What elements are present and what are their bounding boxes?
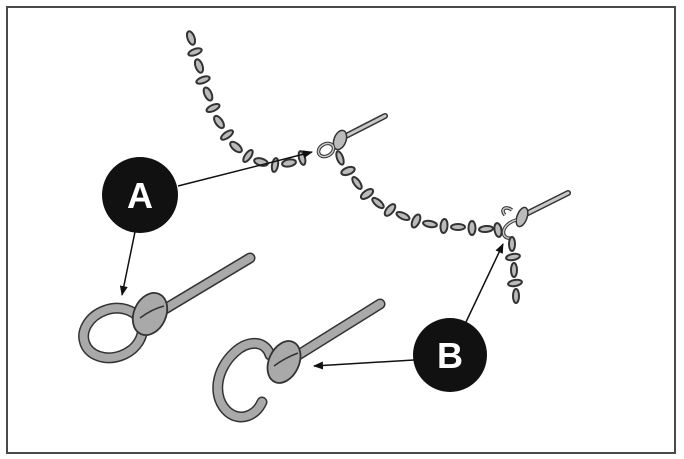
large-closed-eye-hook bbox=[78, 252, 256, 364]
callout-b-circle bbox=[413, 318, 487, 392]
chain-icon bbox=[505, 236, 523, 304]
leader-b-upper bbox=[465, 243, 504, 323]
callout-b-label: B bbox=[437, 335, 463, 376]
leader-a-upper bbox=[177, 150, 313, 187]
chain-icon bbox=[335, 150, 503, 238]
chain-assembly bbox=[185, 30, 571, 304]
figure-frame bbox=[6, 6, 676, 454]
leader-lines bbox=[119, 150, 504, 370]
open-s-hook-icon bbox=[501, 190, 571, 240]
callout-a: A bbox=[102, 157, 178, 233]
closed-eye-hook-icon bbox=[316, 113, 388, 159]
leader-b-lower bbox=[313, 359, 415, 370]
callout-b: B bbox=[413, 318, 487, 392]
callout-a-circle bbox=[102, 157, 178, 233]
callout-a-label: A bbox=[127, 175, 153, 216]
large-open-s-hook bbox=[212, 298, 386, 423]
chain-icon bbox=[185, 30, 307, 173]
leader-a-lower bbox=[119, 226, 137, 296]
